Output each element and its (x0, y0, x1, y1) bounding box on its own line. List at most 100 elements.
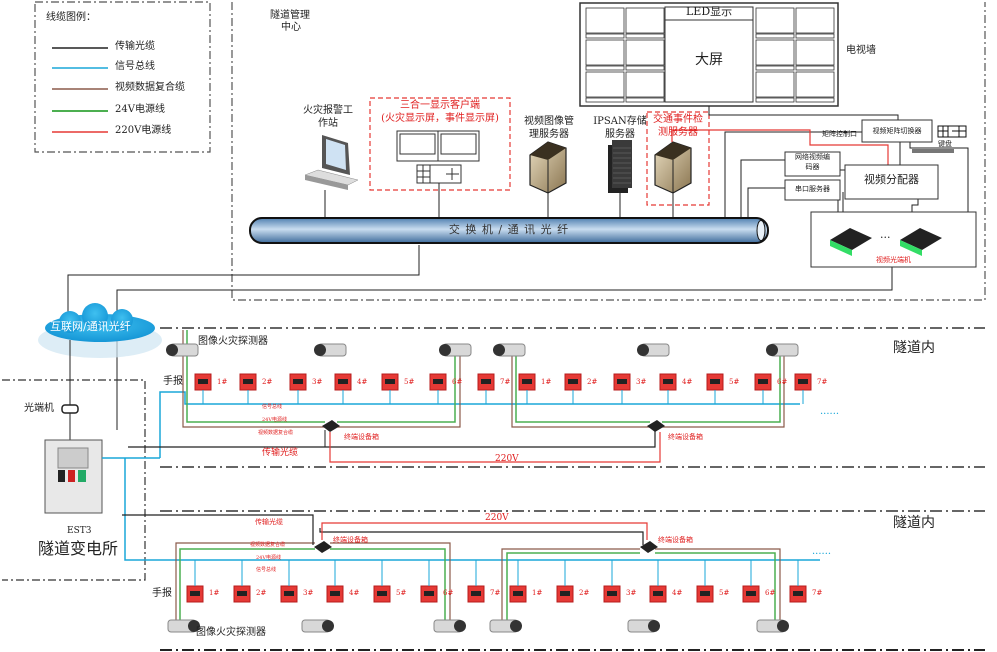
terminal-box-icon (647, 420, 665, 432)
tunnel-upper-signal-bus (159, 391, 800, 458)
tunnel-upper-title: 隧道内 (893, 340, 935, 356)
tunnel-upper-signal-label: 信号总线 (262, 404, 283, 410)
tunnel-upper-composite-3 (511, 355, 650, 428)
tunnel-lower-220v-label: 220V (485, 513, 509, 523)
keyboard-label: 键盘 (938, 140, 952, 148)
three-in-one-box (369, 97, 511, 191)
est3-panel-icon (44, 439, 103, 514)
fire-workstation-label-2: 作站 (318, 118, 338, 129)
tunnel-upper-fiber-label: 传输光缆 (262, 448, 299, 458)
three-in-one-label-1: 三合一显示客户端 (400, 100, 480, 111)
tunnel-lower-alarm-label: 1# (532, 589, 543, 597)
cloud-label: 互联网/通讯光纤 (50, 320, 131, 333)
transceiver-ellipsis: ··· (880, 231, 891, 244)
legend-label-220v: 220V电源线 (115, 125, 172, 136)
tunnel-lower-24v-4 (655, 552, 776, 622)
tunnel-lower-composite-1 (175, 542, 315, 630)
big-screen-label: 大屏 (695, 52, 723, 68)
switch-fiber-pipe (249, 217, 769, 244)
three-in-one-monitors-icon (396, 130, 480, 184)
video-server-label-2: 理服务器 (529, 129, 569, 140)
net-encoder-label-1: 网络视频编 (795, 153, 830, 161)
tunnel-upper-24v-3 (515, 355, 650, 423)
tunnel-lower-alarm-label: 2# (256, 589, 267, 597)
tunnel-upper-more: ······ (820, 409, 840, 420)
center-boundary (231, 2, 986, 301)
matrix-switcher-box (861, 119, 933, 143)
tunnel-lower-24v-2 (330, 548, 446, 622)
tunnel-upper-24v-label: 24V电源线 (262, 417, 287, 423)
serial-server-box (784, 179, 841, 201)
traffic-server-icon (654, 141, 692, 194)
tunnel-lower-fiber-label: 传输光缆 (255, 518, 283, 526)
legend-box (34, 1, 211, 153)
tunnel-upper-composite-1 (182, 330, 325, 428)
tunnel-lower-fiber (319, 528, 644, 545)
net-encoder-box (784, 151, 841, 177)
three-in-one-label-2: (火灾显示屏，事件显示屏) (381, 113, 499, 124)
tunnel-upper-alarm-label: 7# (500, 378, 511, 386)
tunnel-lower-alarm-label: 5# (719, 589, 730, 597)
traffic-server-label-1: 交通事件检 (653, 114, 703, 125)
tunnel-upper-alarm-label: 7# (817, 378, 828, 386)
tunnel-lower-alarm-label: 4# (672, 589, 683, 597)
tunnel-lower-signal-bus (124, 458, 820, 561)
net-encoder-label-2: 码器 (805, 163, 820, 171)
tunnel-upper-alarm-label: 5# (404, 378, 415, 386)
tunnel-upper-220v (329, 432, 661, 463)
tunnel-upper-composite-label: 视频数据复合缆 (258, 430, 294, 436)
tunnel-upper-alarm-label: 4# (357, 378, 368, 386)
switch-label: 交 换 机 / 通 讯 光 纤 (448, 223, 570, 236)
center-title-1: 隧道管理 (270, 10, 310, 21)
terminal-box-icon (314, 541, 332, 553)
fire-workstation-label-1: 火灾报警工 (303, 105, 353, 116)
video-wall (579, 2, 839, 107)
tunnel-lower-composite-label: 视频数据复合缆 (250, 542, 286, 548)
tunnel-upper-detector-label: 图像火灾探测器 (198, 336, 268, 347)
cloud-icon (38, 303, 162, 358)
tunnel-upper-alarm-label: 6# (777, 378, 788, 386)
legend-title: 线缆图例： (46, 12, 96, 23)
tunnel-lower-alarm-label: 3# (626, 589, 637, 597)
tunnel-lower-alarm-label: 2# (579, 589, 590, 597)
traffic-server-label-2: 测服务器 (658, 127, 698, 138)
substation-title: 隧道变电所 (38, 539, 119, 558)
ipsan-storage-icon (608, 140, 632, 193)
optical-transceiver-label: 视频光端机 (876, 256, 911, 264)
tunnel-lower-detector-label: 图像火灾探测器 (196, 627, 266, 638)
tunnel-upper-220v-label: 220V (495, 454, 519, 464)
tunnel-lower-title: 隧道内 (893, 515, 935, 531)
tunnel-upper-24v-2 (337, 355, 456, 423)
tunnel-upper-box-label-1: 终端设备箱 (344, 433, 379, 441)
legend-label-signal: 信号总线 (115, 61, 155, 72)
red-power-link (671, 129, 889, 165)
video-distributor-box (844, 164, 939, 200)
tunnel-upper-alarm-label: 1# (217, 378, 228, 386)
tunnel-upper-alarm-label: 4# (682, 378, 693, 386)
legend-label-fiber: 传输光缆 (115, 41, 155, 52)
ipsan-label-2: 服务器 (605, 129, 635, 140)
tunnel-lower-more: ······ (812, 549, 832, 560)
video-wall-label: 电视墙 (846, 45, 876, 56)
tunnel-lower-box-label-1: 终端设备箱 (333, 536, 368, 544)
tunnel-upper-composite-4 (662, 355, 785, 428)
tunnel-upper-24v-1 (186, 330, 325, 423)
traffic-server-box (646, 111, 710, 206)
tunnel-upper-fiber (128, 430, 656, 448)
optical-modem-icon (61, 404, 79, 414)
led-label: LED显示 (686, 5, 733, 18)
tunnel-upper-alarm-label: 2# (262, 378, 273, 386)
tunnel-upper-alarm-label: 2# (587, 378, 598, 386)
substation-boundary (2, 379, 146, 581)
tunnel-lower-220v (321, 522, 648, 540)
serial-server-label: 串口服务器 (795, 185, 830, 193)
tunnel-upper-alarm-label: 3# (312, 378, 323, 386)
legend-label-24v: 24V电源线 (115, 104, 165, 115)
terminal-box-icon (640, 541, 658, 553)
matrix-switcher-label[interactable]: 视频矩阵切换器 (872, 127, 922, 135)
tunnel-lower-alarm-label: 7# (812, 589, 823, 597)
matrix-port-label: 矩阵控制口 (822, 130, 857, 138)
tunnel-upper-alarm-label: 3# (636, 378, 647, 386)
tunnel-lower-alarm-label: 4# (349, 589, 360, 597)
